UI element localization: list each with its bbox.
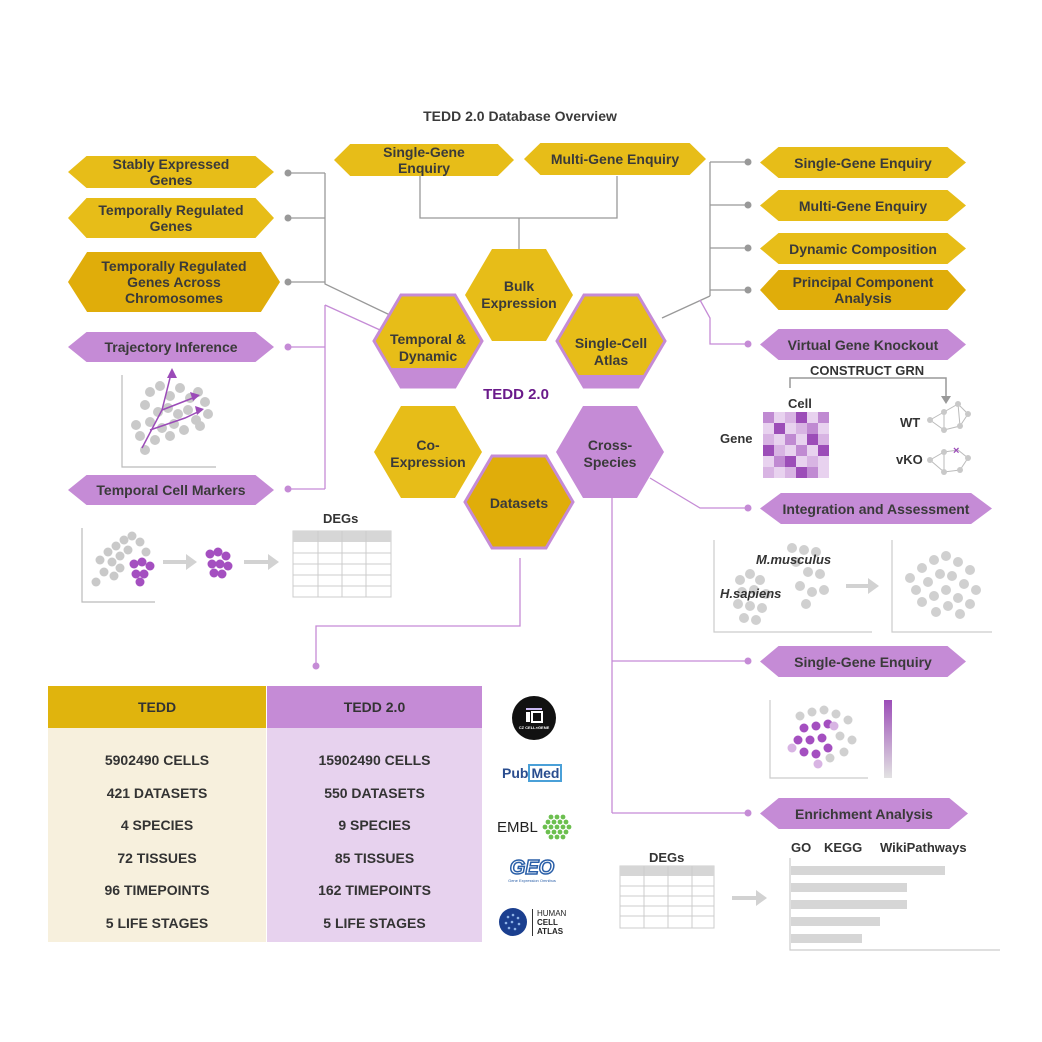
tedd-header: TEDD xyxy=(48,686,266,728)
enrichment-bar xyxy=(791,883,907,892)
degs-label-right: DEGs xyxy=(649,850,685,865)
coexpression-label[interactable]: Co-Expression xyxy=(384,434,472,474)
human-cell-atlas-logo[interactable]: HUMAN CELL ATLAS xyxy=(498,906,566,938)
cellxgene-text: CZ CELL×GENE xyxy=(518,724,550,730)
integration-plots xyxy=(713,540,992,633)
enrichment-analysis-tag[interactable]: Enrichment Analysis xyxy=(760,798,968,829)
m-musculus-label: M.musculus xyxy=(756,552,832,567)
single-cell-atlas-text: Single-Cell Atlas xyxy=(574,335,648,368)
pubmed-logo[interactable]: Pub Med xyxy=(502,763,563,783)
datasets-text: Datasets xyxy=(489,494,549,511)
tedd-row: 421 DATASETS xyxy=(106,784,208,801)
trajectory-plot xyxy=(121,368,216,468)
geo-subtitle: Gene Expression Omnibus xyxy=(508,878,556,883)
enrichment-label-go: GO xyxy=(791,840,812,855)
hca-text-block: HUMAN CELL ATLAS xyxy=(532,908,567,936)
degs-table-right xyxy=(619,865,767,929)
heatmap-gene-label: Gene xyxy=(720,431,753,446)
geo-text: GEO xyxy=(509,857,555,879)
right-multi-gene-enquiry[interactable]: Multi-Gene Enquiry xyxy=(760,190,966,221)
top-single-gene-enquiry[interactable]: Single-Gene Enquiry xyxy=(334,144,514,176)
grn-heatmap xyxy=(763,377,951,478)
enrichment-bar xyxy=(791,900,907,909)
tedd-column: TEDD 5902490 CELLS 421 DATASETS 4 SPECIE… xyxy=(48,686,266,942)
tedd2-row: 162 TIMEPOINTS xyxy=(318,882,431,899)
pubmed-text-b: Med xyxy=(528,764,563,782)
heatmap-cell-label: Cell xyxy=(788,396,812,411)
cellxgene-icon xyxy=(526,707,543,723)
enrichment-bar xyxy=(791,917,880,926)
grn-networks: × xyxy=(927,401,971,475)
enrichment-bars xyxy=(791,866,945,943)
temporal-cell-markers-tag[interactable]: Temporal Cell Markers xyxy=(68,475,274,505)
dynamic-composition-tag[interactable]: Dynamic Composition xyxy=(760,233,966,264)
comparison-table: TEDD 5902490 CELLS 421 DATASETS 4 SPECIE… xyxy=(48,686,482,942)
diagram-title: TEDD 2.0 Database Overview xyxy=(423,108,617,124)
degs-label-left: DEGs xyxy=(323,511,359,526)
enrichment-label-kegg: KEGG xyxy=(824,840,863,855)
tedd2-row: 85 TISSUES xyxy=(334,849,415,866)
wt-label: WT xyxy=(900,415,921,430)
temporal-dynamic-text: Temporal & Dynamic xyxy=(390,331,466,364)
tedd2-row: 550 DATASETS xyxy=(324,784,425,801)
single-cell-atlas-label[interactable]: Single-Cell Atlas xyxy=(567,332,655,372)
tedd-row: 4 SPECIES xyxy=(120,817,194,834)
temporal-dynamic-label[interactable]: Temporal & Dynamic xyxy=(384,328,472,368)
embl-logo[interactable]: EMBL xyxy=(497,814,572,840)
hca-text-3: ATLAS xyxy=(537,926,564,936)
enrichment-bar xyxy=(791,934,862,943)
right-single-gene-enquiry[interactable]: Single-Gene Enquiry xyxy=(760,147,966,178)
hca-globe-icon xyxy=(499,908,527,936)
single-gene-expression-plot xyxy=(769,700,892,779)
tedd-row: 96 TIMEPOINTS xyxy=(104,882,210,899)
principal-component-analysis-tag[interactable]: Principal Component Analysis xyxy=(760,270,966,310)
tedd-row: 5 LIFE STAGES xyxy=(105,914,209,931)
temporally-regulated-genes-tag[interactable]: Temporally Regulated Genes xyxy=(68,198,274,238)
tedd2-row: 9 SPECIES xyxy=(338,817,411,834)
cellxgene-logo[interactable]: CZ CELL×GENE xyxy=(512,696,556,740)
temporally-regulated-across-chromosomes-tag[interactable]: Temporally Regulated Genes Across Chromo… xyxy=(68,252,280,312)
tedd-row: 72 TISSUES xyxy=(117,849,197,866)
tedd2-row: 15902490 CELLS xyxy=(318,752,431,769)
embl-text: EMBL xyxy=(497,818,538,836)
embl-hexagon-icon xyxy=(542,814,572,840)
top-multi-gene-enquiry[interactable]: Multi-Gene Enquiry xyxy=(524,143,706,175)
trajectory-inference-tag[interactable]: Trajectory Inference xyxy=(68,332,274,362)
bulk-expression-label[interactable]: Bulk Expression xyxy=(475,275,563,315)
pubmed-text-a: Pub xyxy=(502,765,529,781)
construct-grn-label: CONSTRUCT GRN xyxy=(810,363,925,378)
hca-text-1: HUMAN xyxy=(537,908,567,918)
cross-species-label[interactable]: Cross-Species xyxy=(566,434,654,474)
enrichment-label-wikipathways: WikiPathways xyxy=(880,840,967,855)
marker-plot xyxy=(81,528,279,603)
hca-text-2: CELL xyxy=(537,917,558,927)
h-sapiens-label: H.sapiens xyxy=(720,586,782,601)
cross-species-text: Cross-Species xyxy=(583,437,637,470)
geo-logo[interactable]: GEO Gene Expression Omnibus xyxy=(504,857,560,890)
bulk-expression-text: Bulk Expression xyxy=(481,278,557,311)
tedd2-column: TEDD 2.0 15902490 CELLS 550 DATASETS 9 S… xyxy=(267,686,482,942)
enrichment-bar xyxy=(791,866,945,875)
datasets-label[interactable]: Datasets xyxy=(475,492,563,514)
svg-text:×: × xyxy=(953,445,959,457)
tedd-row: 5902490 CELLS xyxy=(104,752,210,769)
virtual-gene-knockout-tag[interactable]: Virtual Gene Knockout xyxy=(760,329,966,360)
stably-expressed-genes-tag[interactable]: Stably Expressed Genes xyxy=(68,156,274,188)
degs-table-left xyxy=(292,530,392,598)
cross-species-single-gene-enquiry[interactable]: Single-Gene Enquiry xyxy=(760,646,966,677)
tedd2-header: TEDD 2.0 xyxy=(267,686,482,728)
tedd2-row: 5 LIFE STAGES xyxy=(323,914,426,931)
enrichment-axis xyxy=(789,858,1000,951)
coexpression-text: Co-Expression xyxy=(390,437,466,470)
vko-label: vKO xyxy=(896,452,923,467)
center-tedd-label: TEDD 2.0 xyxy=(483,386,549,403)
integration-and-assessment-tag[interactable]: Integration and Assessment xyxy=(760,493,992,524)
